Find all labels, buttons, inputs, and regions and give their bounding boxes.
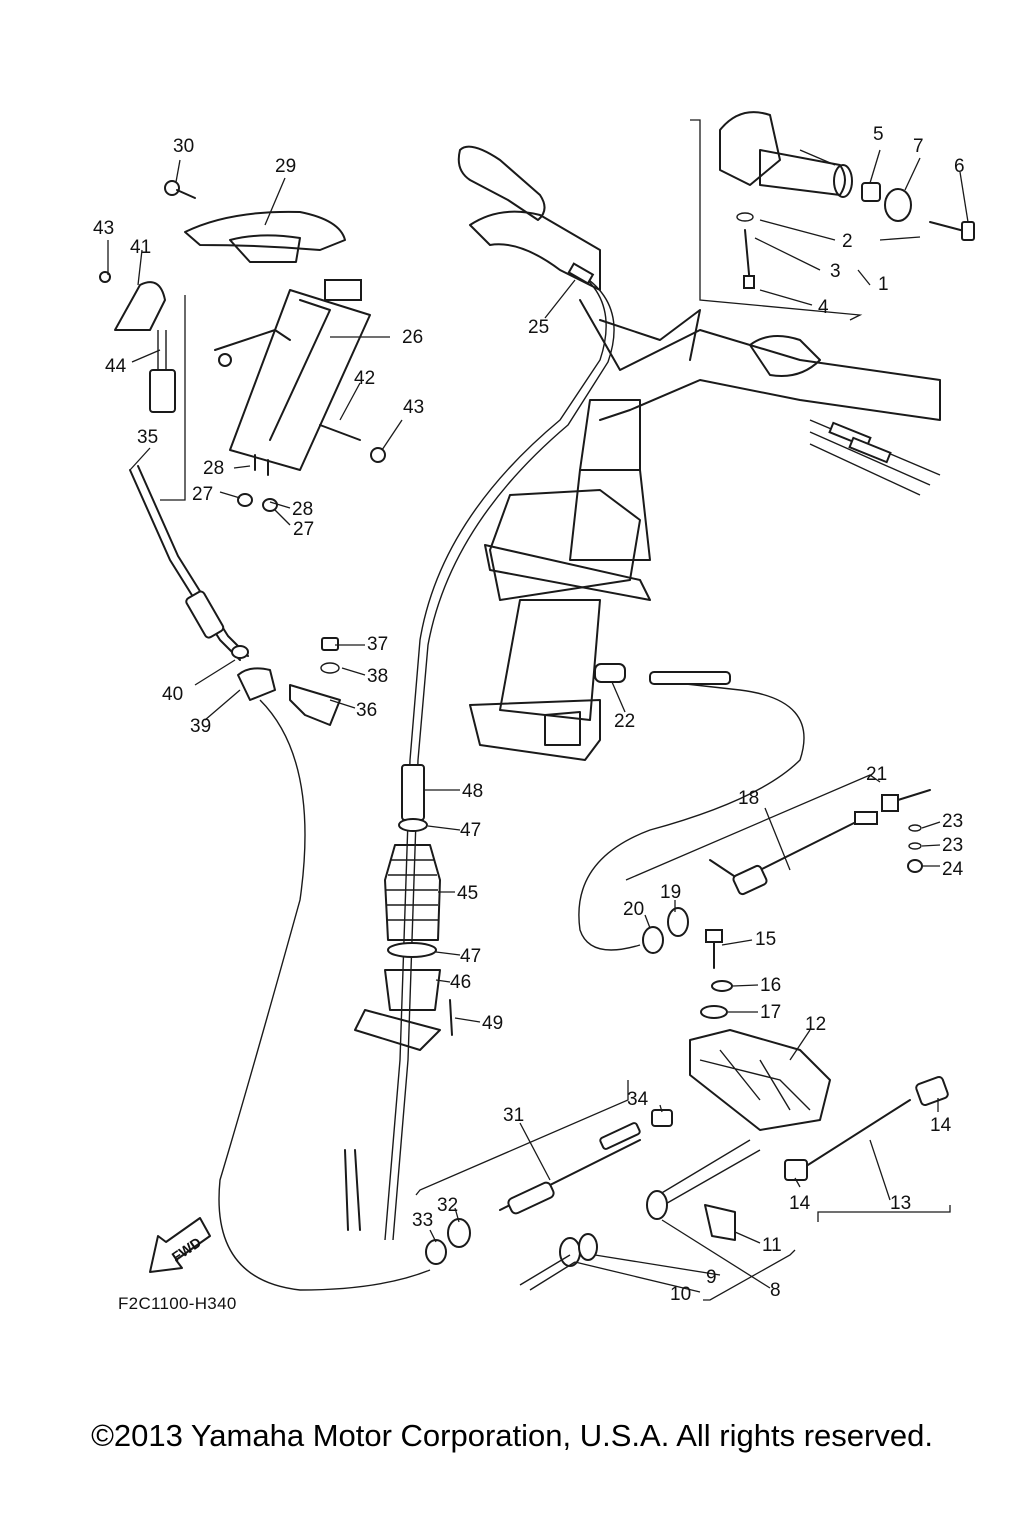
callout-label: 42 — [354, 368, 375, 389]
callout-label: 6 — [954, 156, 965, 177]
handlebar-assembly — [457, 145, 941, 761]
callout-label: 16 — [760, 975, 781, 996]
fwd-arrow: FWD — [149, 1217, 211, 1273]
callout-label: 28 — [292, 499, 313, 520]
callout-label: 25 — [528, 317, 549, 338]
callout-label: 12 — [805, 1014, 826, 1035]
callout-label: 2 — [842, 231, 853, 252]
callout-label: 36 — [356, 700, 377, 721]
callout-label: 27 — [293, 519, 314, 540]
lower-left-cable — [129, 465, 431, 1291]
callout-label: 31 — [503, 1105, 524, 1126]
throttle-grip-assembly — [690, 111, 975, 321]
callout-label: 14 — [789, 1193, 811, 1214]
callout-label: 47 — [460, 820, 481, 841]
callout-label: 3 — [830, 261, 841, 282]
callout-label: 24 — [942, 859, 964, 880]
callout-label: 7 — [913, 136, 924, 157]
callout-label: 23 — [942, 811, 963, 832]
copyright-notice: ©2013 Yamaha Motor Corporation, U.S.A. A… — [91, 1418, 933, 1453]
steering-cables — [384, 262, 805, 1241]
callout-label: 28 — [203, 458, 224, 479]
callout-label: 1 — [878, 274, 889, 295]
linkage-assembly — [425, 789, 949, 1291]
callout-label: 49 — [482, 1013, 503, 1034]
callout-label: 45 — [457, 883, 478, 904]
callout-label: 43 — [93, 218, 114, 239]
callout-label: 14 — [930, 1115, 952, 1136]
callout-label: 37 — [367, 634, 388, 655]
callout-label: 18 — [738, 788, 759, 809]
callout-label: 9 — [706, 1267, 717, 1288]
drawing-code: F2C1100-H340 — [118, 1294, 237, 1313]
callout-label: 21 — [866, 764, 887, 785]
callout-label: 23 — [942, 835, 963, 856]
callout-label: 40 — [162, 684, 183, 705]
callout-label: 46 — [450, 972, 471, 993]
callout-label: 5 — [873, 124, 884, 145]
callout-label: 41 — [130, 237, 151, 258]
leader-lines — [107, 149, 969, 1301]
callout-label: 33 — [412, 1210, 433, 1231]
callout-label: 4 — [818, 297, 829, 318]
boot-assembly — [344, 764, 453, 1231]
callout-label: 35 — [137, 427, 158, 448]
callout-label: 13 — [890, 1193, 911, 1214]
callout-label: 30 — [173, 136, 194, 157]
callout-label: 22 — [614, 711, 635, 732]
callout-label: 10 — [670, 1284, 691, 1305]
callout-label: 19 — [660, 882, 681, 903]
meter-assembly — [99, 180, 386, 512]
callout-label: 15 — [755, 929, 776, 950]
callout-label: 20 — [623, 899, 644, 920]
callout-label: 39 — [190, 716, 211, 737]
callout-label: 27 — [192, 484, 213, 505]
callout-label: 34 — [627, 1089, 649, 1110]
callout-label: 43 — [403, 397, 424, 418]
fwd-label: FWD — [169, 1234, 204, 1265]
callout-label: 38 — [367, 666, 388, 687]
callout-label: 17 — [760, 1002, 781, 1023]
callout-numbers: 1 2 3 4 5 6 7 8 9 10 11 12 13 14 14 15 1… — [93, 124, 965, 1305]
callout-label: 44 — [105, 356, 127, 377]
callout-label: 11 — [762, 1235, 782, 1256]
callout-label: 8 — [770, 1280, 781, 1301]
callout-label: 48 — [462, 781, 483, 802]
callout-label: 26 — [402, 327, 423, 348]
callout-label: 29 — [275, 156, 296, 177]
callout-label: 47 — [460, 946, 481, 967]
callout-label: 32 — [437, 1195, 458, 1216]
